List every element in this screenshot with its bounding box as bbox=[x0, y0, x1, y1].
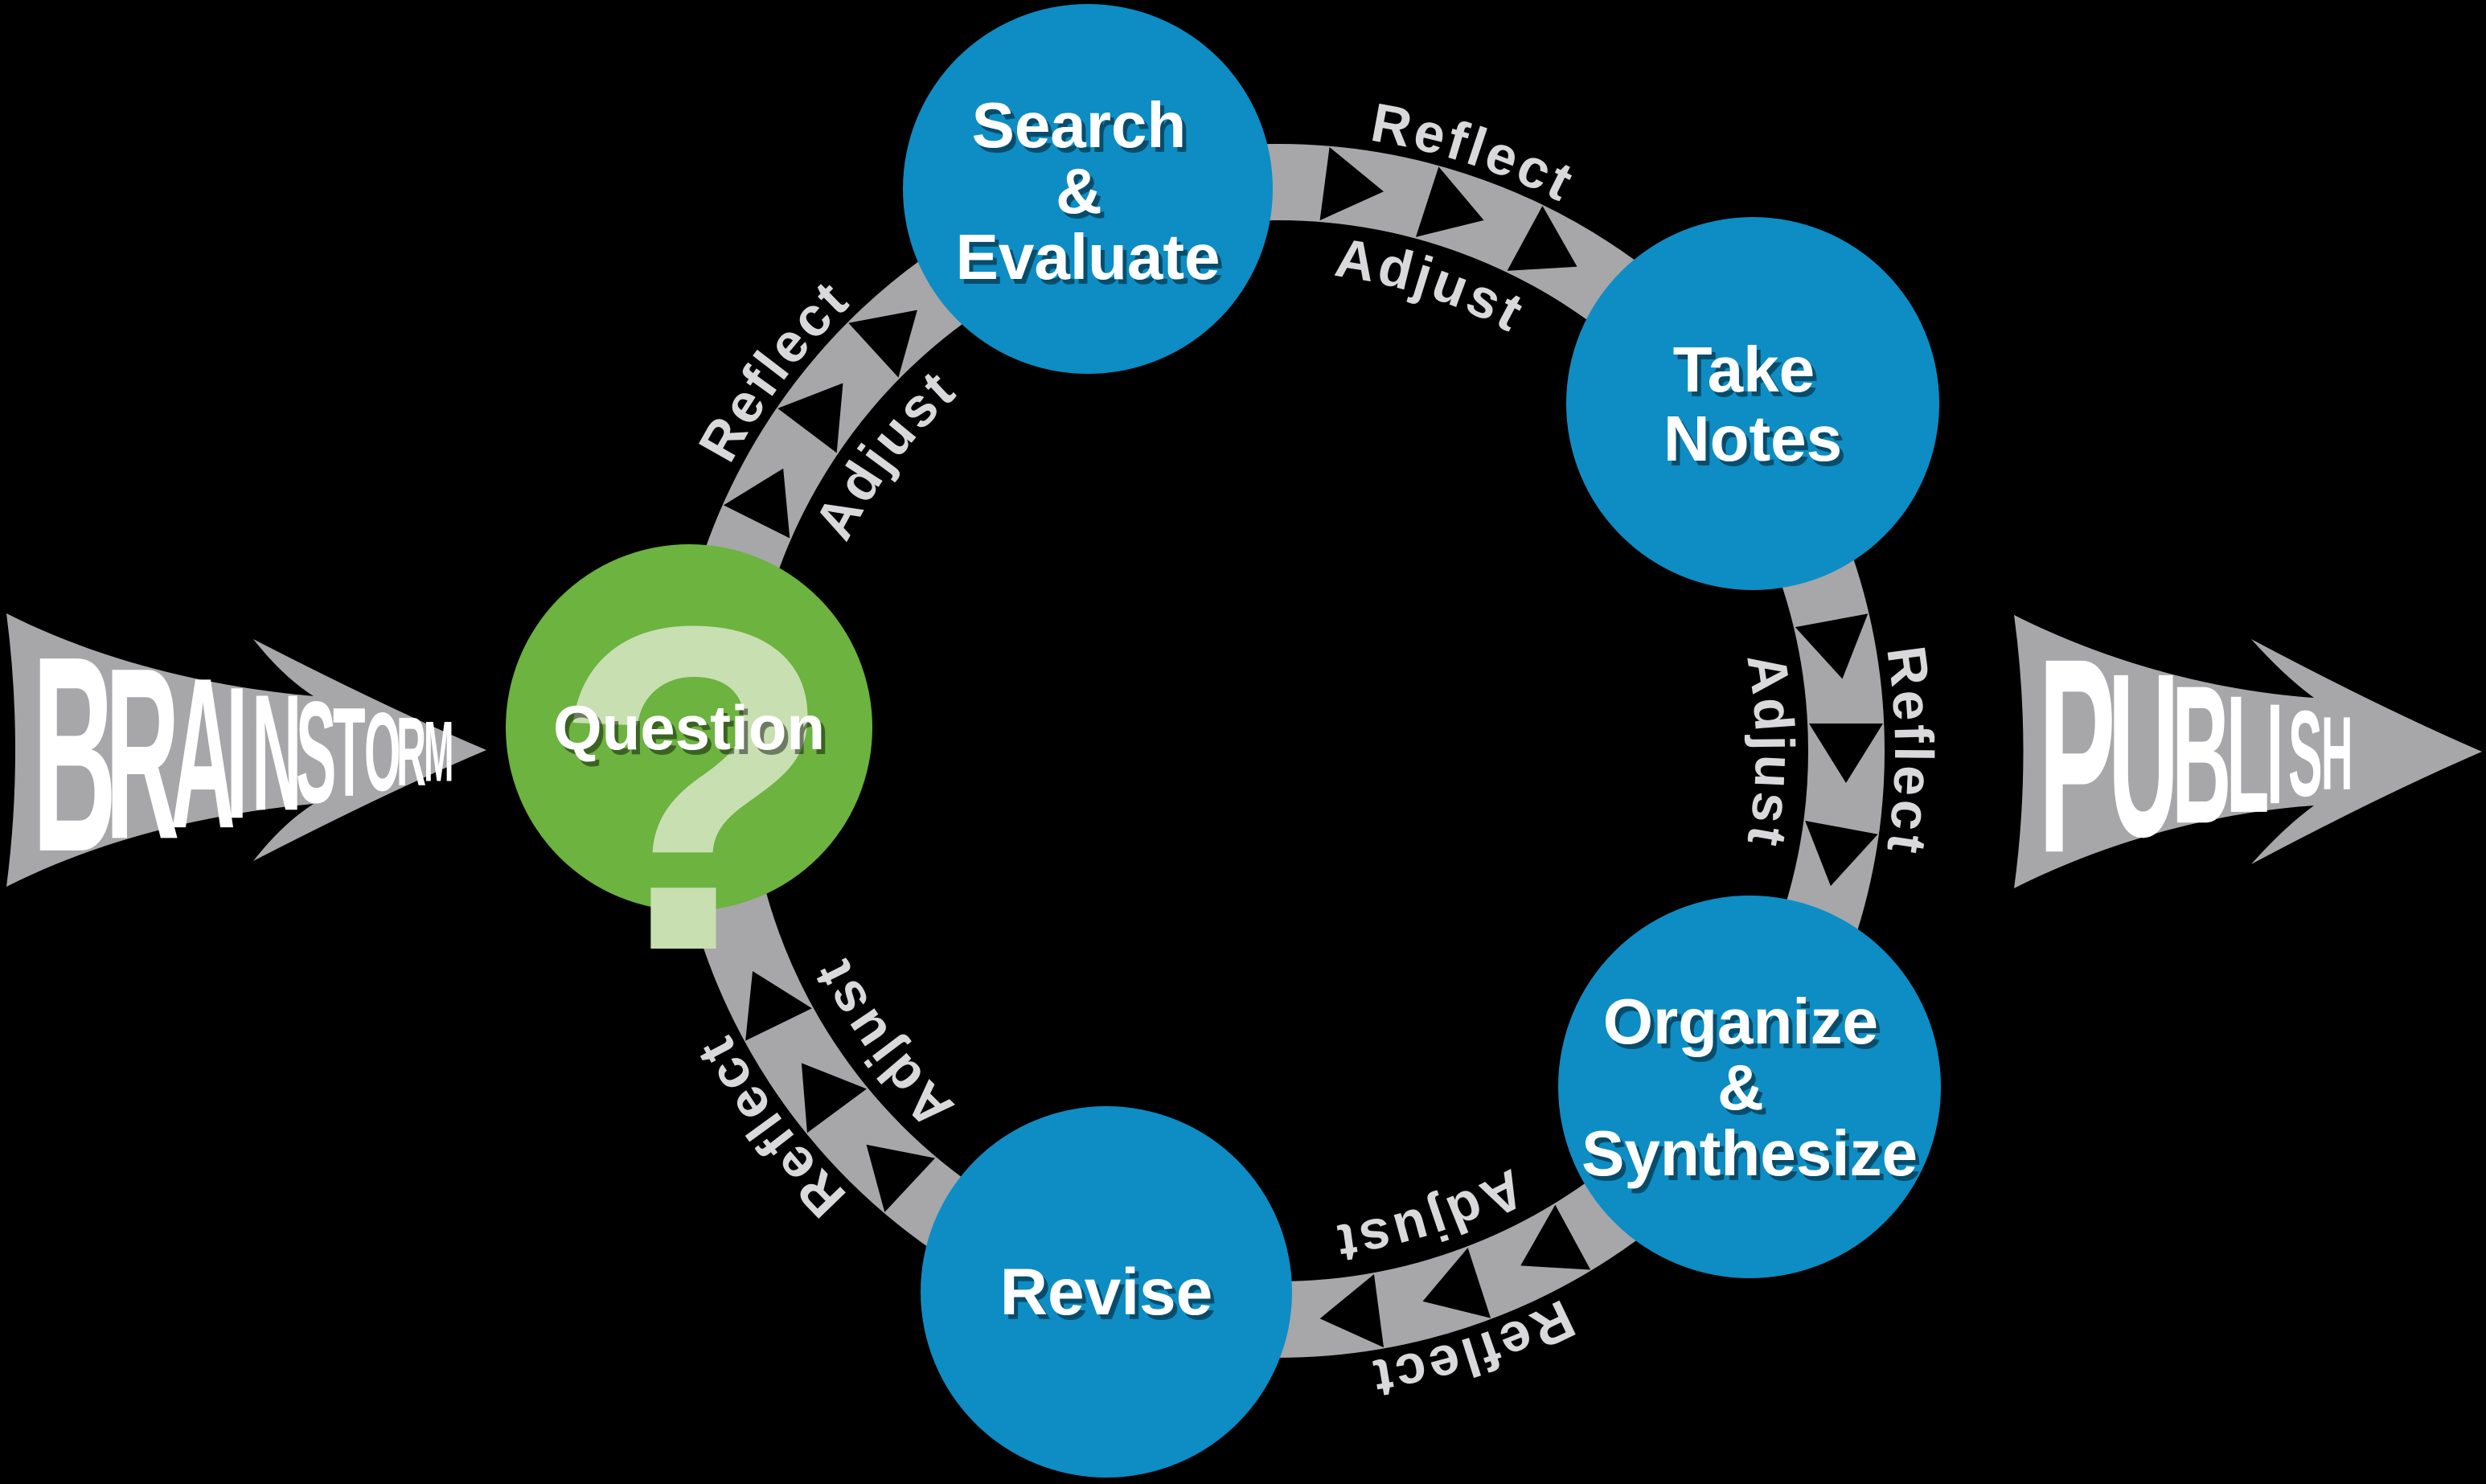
brainstorm-letter: M bbox=[424, 704, 453, 800]
flow-arrow-triangle bbox=[1507, 206, 1577, 271]
flow-arrow-triangle bbox=[866, 1144, 936, 1212]
node-label-organize-synthesize: Organize & Synthesize bbox=[1581, 986, 1918, 1189]
brainstorm-letter: A bbox=[170, 634, 236, 873]
publish-letter: L bbox=[2226, 661, 2269, 847]
revise-circle bbox=[921, 1106, 1292, 1478]
flow-arrow-triangle bbox=[1422, 1248, 1491, 1318]
flow-arrow-triangle bbox=[1319, 146, 1384, 221]
take-notes-circle bbox=[1566, 217, 1939, 590]
flow-arrow-triangle bbox=[723, 468, 790, 539]
node-label-search-evaluate: Search & Evaluate bbox=[955, 89, 1220, 293]
question-mark-icon: ? bbox=[552, 530, 834, 1047]
node-label-revise: Revise bbox=[1000, 1256, 1212, 1329]
node-organize-synthesize: Organize & Synthesize bbox=[1558, 896, 1941, 1278]
flow-arrow-triangle bbox=[1415, 166, 1484, 237]
search-evaluate-circle bbox=[903, 4, 1273, 374]
publish-letter: I bbox=[2267, 673, 2283, 833]
publish-letter: H bbox=[2321, 696, 2353, 813]
brainstorm-letter: R bbox=[396, 696, 426, 806]
node-label-question: Question bbox=[553, 692, 825, 763]
question-circle bbox=[506, 544, 872, 911]
flow-arrow-triangle bbox=[801, 1063, 867, 1133]
adjust-arc-label: Adjust bbox=[1735, 650, 1806, 854]
flow-arrow-triangle bbox=[777, 383, 843, 453]
publish-letter: S bbox=[2288, 684, 2323, 822]
publish-arrow-shape bbox=[2014, 615, 2482, 888]
flow-arrow-triangle bbox=[1520, 1204, 1591, 1270]
flow-arrow-triangle bbox=[1319, 1273, 1385, 1348]
brainstorm-letter: S bbox=[296, 672, 336, 834]
brainstorm-letter: I bbox=[226, 649, 248, 859]
flow-arrow-triangle bbox=[848, 310, 917, 378]
reflect-arc-label: Reflect bbox=[1875, 642, 1944, 860]
brainstorm-letter: O bbox=[364, 689, 400, 814]
publish-letter: B bbox=[2172, 645, 2231, 865]
brainstorm-letter: N bbox=[252, 661, 302, 845]
node-search-evaluate: Search & Evaluate bbox=[903, 4, 1273, 374]
node-take-notes: Take Notes bbox=[1566, 217, 1939, 590]
brainstorm-letter: R bbox=[105, 618, 179, 891]
flow-arrow-triangle bbox=[1795, 613, 1869, 679]
flow-arrow-triangle bbox=[1809, 724, 1883, 783]
brainstorm-arrow-shape bbox=[6, 613, 486, 887]
node-question: ? Question bbox=[506, 530, 872, 1047]
brainstorm-letter: B bbox=[32, 599, 117, 910]
flow-arrow-triangle bbox=[1805, 820, 1878, 887]
flow-arrows bbox=[723, 146, 1883, 1348]
node-label-take-notes: Take Notes bbox=[1663, 334, 1842, 474]
flow-arrow-triangle bbox=[745, 970, 812, 1041]
organize-synthesize-circle bbox=[1558, 896, 1941, 1278]
publish-letter: P bbox=[2038, 601, 2116, 912]
brainstorm-letter: T bbox=[333, 680, 366, 822]
publish-letter: U bbox=[2108, 626, 2179, 886]
node-revise: Revise bbox=[921, 1106, 1292, 1478]
